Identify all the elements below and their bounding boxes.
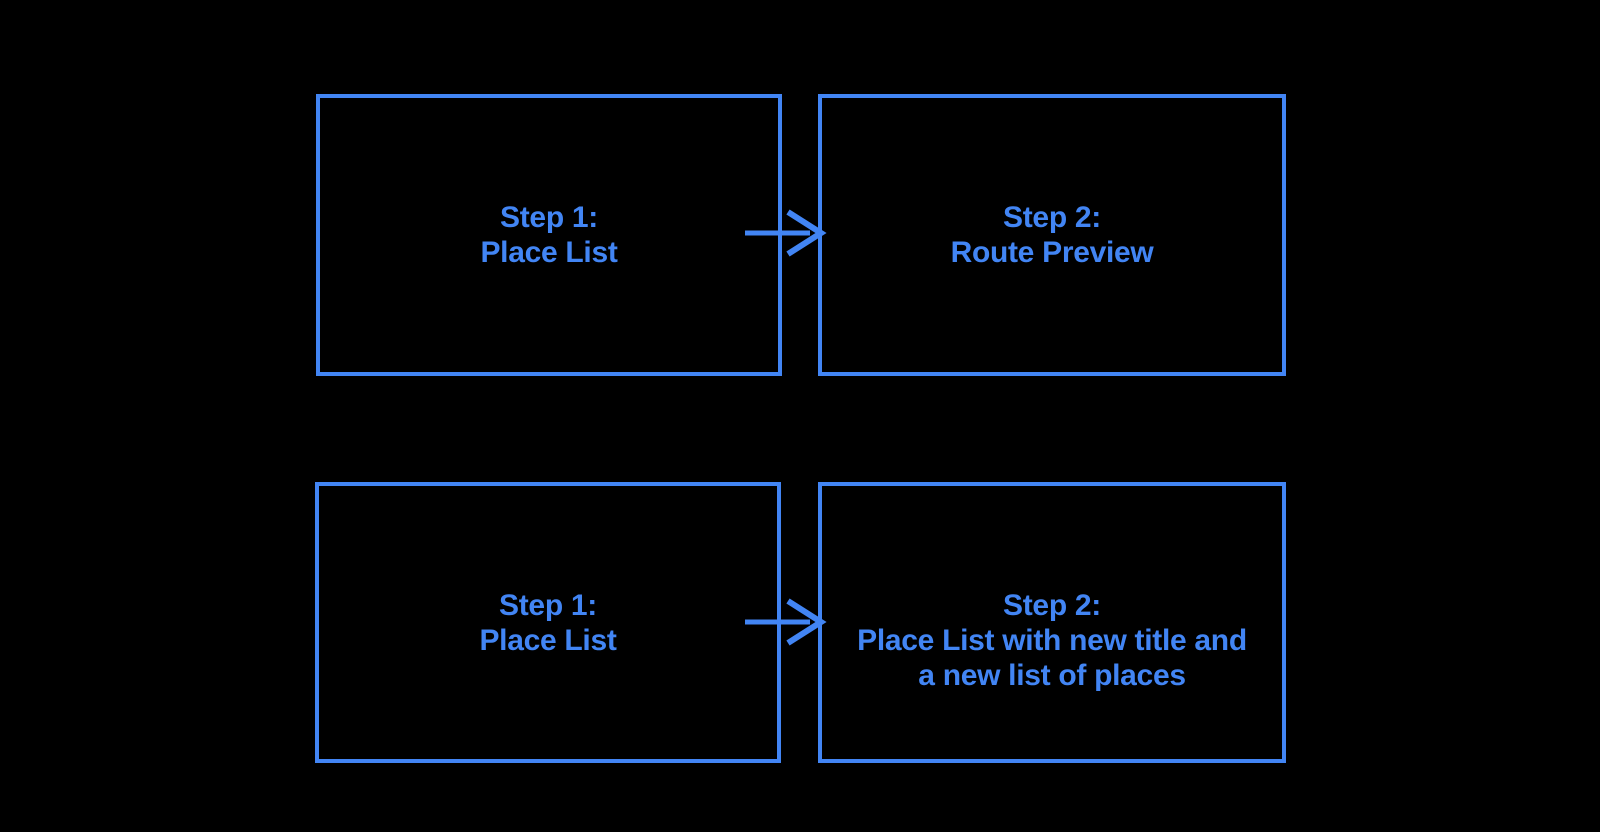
flow-box-step2-place-list-new-title: Step 2: Place List with new title and a … (818, 482, 1286, 763)
flow-box-step1-place-list-bottom: Step 1: Place List (315, 482, 781, 763)
box-label-line: a new list of places (918, 659, 1186, 692)
box-label: Step 1: Place List (319, 588, 777, 658)
box-label-line: Step 1: (500, 201, 598, 234)
box-label: Step 1: Place List (320, 200, 778, 270)
box-label-line: Place List (479, 624, 617, 657)
box-label-line: Step 1: (499, 589, 597, 622)
arrow-right-connector-bottom (745, 598, 827, 646)
arrow-head-chevron (786, 598, 827, 646)
arrow-head-chevron (786, 209, 827, 257)
box-label: Step 2: Place List with new title and a … (822, 588, 1282, 693)
box-label-line: Route Preview (950, 236, 1154, 269)
box-label-line: Step 2: (1003, 589, 1101, 622)
box-label-line: Place List with new title and (857, 624, 1247, 657)
flow-box-step1-place-list-top: Step 1: Place List (316, 94, 782, 376)
arrow-right-connector-top (745, 209, 827, 257)
flow-box-step2-route-preview: Step 2: Route Preview (818, 94, 1286, 376)
box-label-line: Step 2: (1003, 201, 1101, 234)
box-label-line: Place List (480, 236, 618, 269)
box-label: Step 2: Route Preview (822, 200, 1282, 270)
